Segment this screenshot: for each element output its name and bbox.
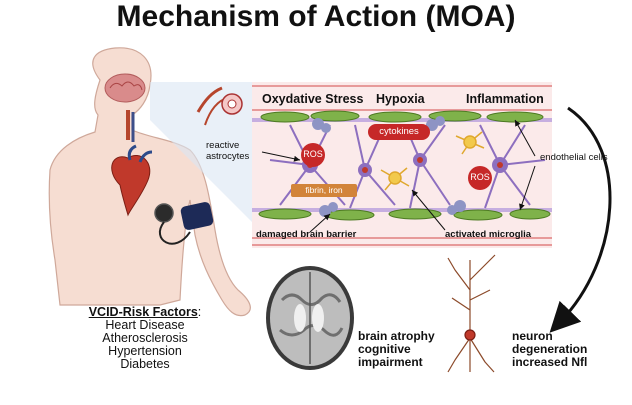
microglia: [380, 131, 485, 191]
astrocytes: [269, 124, 546, 209]
ros-label-2: ROS: [470, 172, 490, 182]
brain-outcome-label: brain atrophy cognitive impairment: [358, 330, 435, 369]
brain-outcome-line: impairment: [358, 355, 423, 369]
brain-outcome-line: brain atrophy: [358, 329, 435, 343]
label-reactive-astrocytes: reactive astrocytes: [206, 140, 250, 162]
vessel-icon: [196, 86, 243, 126]
label-oxidative-stress: Oxydative Stress: [262, 92, 364, 106]
risk-factor-item: Diabetes: [120, 357, 170, 371]
label-damaged-brain-barrier: damaged brain barrier: [256, 229, 357, 240]
ros-label-1: ROS: [303, 149, 323, 159]
zoom-callout: [150, 82, 260, 230]
brain-outcome-line: cognitive: [358, 342, 411, 356]
neuron-outcome-line: increased Nfl: [512, 355, 588, 369]
protein-aggregates: [312, 116, 466, 217]
fibrin-iron-label: fibrin, iron: [305, 185, 343, 195]
ros-bubble-1: [301, 143, 325, 167]
endothelial-cells-bottom: [258, 208, 551, 221]
risk-factor-item: Hypertension: [108, 344, 182, 358]
risk-factor-item: Heart Disease: [105, 318, 185, 332]
endothelial-cells-top: [260, 110, 544, 123]
risk-factors-block: VCID-Risk Factors: Heart Disease Atheros…: [50, 306, 240, 371]
label-activated-microglia: activated microglia: [445, 229, 532, 240]
progression-arrow: [549, 106, 612, 333]
human-body-figure: [48, 47, 251, 317]
fibrin-pill: [291, 184, 357, 197]
vessel-section: [252, 82, 552, 248]
risk-factor-item: Atherosclerosis: [102, 331, 188, 345]
annotation-arrows: [261, 119, 536, 233]
neuron-outcome-label: neuron degeneration increased Nfl: [512, 330, 587, 369]
diagram-title: Mechanism of Action (MOA): [116, 0, 516, 33]
label-inflammation: Inflammation: [466, 92, 544, 106]
neuron-outcome-line: neuron: [512, 329, 553, 343]
neuron-illustration: [447, 254, 496, 373]
ros-bubble-2: [468, 166, 492, 190]
brain-scan-image: [266, 266, 354, 370]
neuron-outcome-line: degeneration: [512, 342, 588, 356]
label-hypoxia: Hypoxia: [376, 92, 425, 106]
risk-factors-colon: :: [197, 305, 202, 319]
label-endothelial-cells: endothelial cells: [540, 152, 608, 163]
cytokines-label: cytokines: [379, 126, 419, 137]
risk-factors-heading: VCID-Risk Factors: [88, 305, 198, 319]
cytokines-pill: [368, 124, 430, 140]
